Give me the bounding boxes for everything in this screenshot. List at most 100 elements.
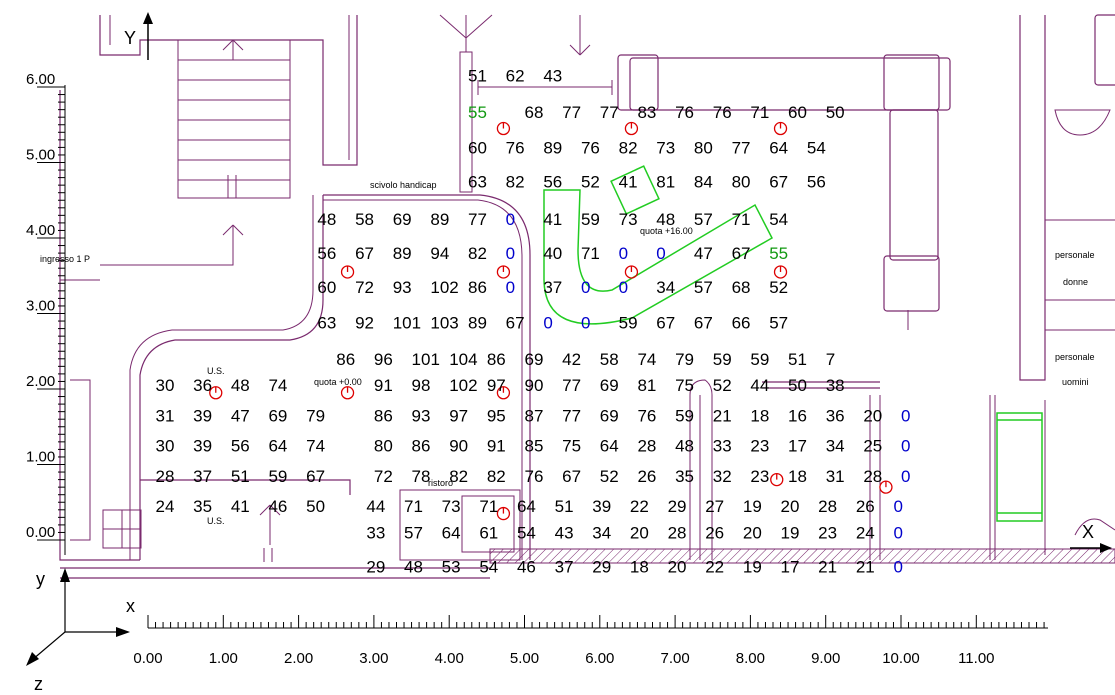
measurement-value: 81 [637, 376, 656, 395]
coordinate-system-icon: y x z [26, 568, 135, 694]
x-tick-label: 2.00 [284, 650, 313, 667]
measurement-value: 97 [449, 406, 468, 425]
measurement-point-marker [624, 121, 639, 136]
measurement-value: 37 [555, 557, 574, 576]
measurement-value: 103 [430, 314, 458, 333]
measurement-point-marker [496, 506, 511, 521]
label-us-bottom: U.S. [207, 516, 225, 526]
measurement-point-marker [773, 265, 788, 279]
measurement-value: 51 [468, 67, 487, 86]
measurement-value: 20 [668, 557, 687, 576]
measurement-value: 42 [562, 350, 581, 369]
x-tick-label: 4.00 [435, 650, 464, 667]
measurement-value: 28 [818, 497, 837, 516]
measurement-value: 69 [525, 350, 544, 369]
measurement-value: 83 [637, 103, 656, 122]
measurement-point-marker [209, 386, 223, 400]
y-tick-label: 4.00 [26, 222, 55, 239]
measurement-value: 24 [856, 523, 875, 542]
measurement-value: 57 [694, 278, 713, 297]
measurement-value: 67 [355, 244, 374, 263]
measurement-value: 0 [901, 467, 910, 486]
y-tick-label: 6.00 [26, 71, 55, 88]
measurement-value: 59 [268, 467, 287, 486]
x-tick-label: 5.00 [510, 650, 539, 667]
measurement-value: 39 [193, 437, 212, 456]
measurement-value: 0 [901, 437, 910, 456]
x-tick-label: 1.00 [209, 650, 238, 667]
measurement-value: 20 [630, 523, 649, 542]
y-tick-label: 1.00 [26, 449, 55, 466]
measurement-value: 76 [581, 138, 600, 157]
measurement-value: 50 [306, 497, 325, 516]
room-labels: ingresso 1 P scivolo handicap quota +16.… [40, 180, 1095, 526]
measurement-value: 24 [156, 497, 175, 516]
measurement-value: 31 [156, 406, 175, 425]
measurement-value: 78 [412, 467, 431, 486]
measurement-value: 67 [506, 314, 525, 333]
measurement-value: 89 [468, 314, 487, 333]
measurement-value: 52 [713, 376, 732, 395]
label-personale-donne-1: personale [1055, 250, 1095, 260]
measurement-value: 19 [743, 497, 762, 516]
measurement-value: 71 [750, 103, 769, 122]
measurement-value: 86 [412, 437, 431, 456]
measurement-value: 64 [769, 138, 788, 157]
measurement-value: 63 [468, 172, 487, 191]
measurement-value: 61 [479, 523, 498, 542]
measurement-value: 64 [600, 437, 619, 456]
measurement-value: 18 [788, 467, 807, 486]
measurement-value: 74 [268, 376, 287, 395]
measurement-value: 89 [393, 244, 412, 263]
measurement-value: 80 [732, 172, 751, 191]
measurement-value: 34 [826, 437, 845, 456]
measurement-value: 74 [637, 350, 656, 369]
measurement-value: 28 [863, 467, 882, 486]
measurement-value: 59 [713, 350, 732, 369]
measurement-value: 67 [306, 467, 325, 486]
measurement-value: 33 [366, 523, 385, 542]
measurement-value: 69 [600, 406, 619, 425]
measurement-value: 93 [393, 278, 412, 297]
measurement-value: 22 [705, 557, 724, 576]
x-axis-label: X [1082, 522, 1094, 542]
measurement-value: 23 [750, 437, 769, 456]
y-axis-label: Y [124, 28, 136, 48]
measurement-value: 19 [743, 557, 762, 576]
measurement-value: 81 [656, 172, 675, 191]
measurement-value: 67 [769, 172, 788, 191]
measurement-value: 59 [619, 314, 638, 333]
measurement-value: 41 [231, 497, 250, 516]
axis-arrows: Y X [124, 12, 1112, 553]
measurement-value: 86 [468, 278, 487, 297]
measurement-value: 41 [619, 172, 638, 191]
measurement-value: 54 [517, 523, 536, 542]
measurement-value: 0 [893, 557, 902, 576]
measurement-value: 53 [442, 557, 461, 576]
measurement-value: 64 [268, 437, 287, 456]
measurement-value: 56 [231, 437, 250, 456]
measurement-value: 89 [543, 138, 562, 157]
measurement-value: 21 [818, 557, 837, 576]
measurement-value: 69 [393, 210, 412, 229]
measurement-value: 21 [713, 406, 732, 425]
label-us-top: U.S. [207, 366, 225, 376]
coord-x-label: x [126, 596, 135, 616]
measurement-value: 71 [581, 244, 600, 263]
measurement-point-marker [624, 265, 639, 279]
coord-y-label: y [36, 569, 45, 589]
measurement-value: 102 [430, 278, 458, 297]
measurement-value: 19 [781, 523, 800, 542]
ramp-outlines [543, 165, 1043, 522]
measurement-value: 54 [769, 210, 788, 229]
measurement-value: 86 [487, 350, 506, 369]
measurement-value: 0 [656, 244, 665, 263]
measurement-value: 38 [826, 376, 845, 395]
measurement-value: 40 [543, 244, 562, 263]
walls [59, 14, 1115, 579]
measurement-value: 25 [863, 437, 882, 456]
measurement-value: 20 [863, 406, 882, 425]
measurement-value: 0 [581, 278, 590, 297]
measurement-value: 82 [619, 138, 638, 157]
